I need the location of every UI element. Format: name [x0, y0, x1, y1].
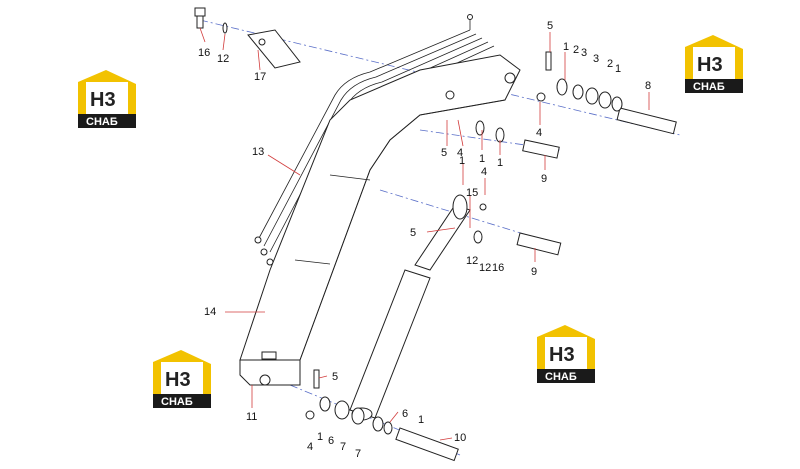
callout-4-a: 4	[536, 127, 542, 139]
callout-6-right: 6	[402, 408, 408, 420]
callout-9-lower: 9	[531, 266, 537, 278]
callout-2-b: 2	[607, 58, 613, 70]
watermark-logo-top-right: H3 СНАБ	[685, 35, 743, 93]
logo-mark-left: H3	[90, 89, 116, 111]
boom-arm	[239, 54, 521, 386]
callout-5-cyl: 5	[410, 227, 416, 239]
callout-4-b: 4	[457, 147, 463, 159]
callout-1-e: 1	[459, 155, 465, 167]
callout-1-d: 1	[497, 157, 503, 169]
callout-13: 13	[252, 146, 264, 158]
callout-12-mid: 12	[466, 255, 478, 267]
watermark-logo-bottom-left: H3 СНАБ	[153, 350, 211, 408]
watermark-logo-left: H3 СНАБ	[78, 70, 136, 128]
logo-mark-mid-right: H3	[549, 344, 575, 366]
callout-5-top: 5	[547, 20, 553, 32]
callout-1-b: 1	[615, 63, 621, 75]
callout-1-bottom-right: 1	[418, 414, 424, 426]
callout-3-b: 3	[593, 53, 599, 65]
top-bolt	[194, 7, 228, 34]
callout-12-top: 12	[217, 53, 229, 65]
callout-16-mid: 16	[492, 262, 504, 274]
callout-17: 17	[254, 71, 266, 83]
leader-lines	[199, 27, 650, 441]
callout-7-a: 7	[340, 441, 346, 453]
callout-11: 11	[246, 411, 257, 423]
watermark-logo-mid-right: H3 СНАБ	[537, 325, 595, 383]
callout-14: 14	[204, 306, 216, 318]
callout-5-mid: 5	[441, 147, 447, 159]
callout-10: 10	[454, 432, 466, 444]
callout-labels: 16 12 17 13 14 11 5 1 2 3 3 2 1 8 4 5 4 …	[198, 20, 651, 460]
callout-7-b: 7	[355, 448, 361, 460]
callout-12-right: 12	[479, 262, 491, 274]
callout-6-bottom: 6	[328, 435, 334, 447]
callout-15: 15	[466, 187, 478, 199]
logo-word-mid-right: СНАБ	[545, 371, 577, 383]
callout-9-upper: 9	[541, 173, 547, 185]
pin-8-group	[536, 51, 677, 135]
callout-4-bottom: 4	[307, 441, 313, 453]
logo-word-bottom-left: СНАБ	[161, 396, 193, 408]
callout-8: 8	[645, 80, 651, 92]
logo-word-top-right: СНАБ	[693, 81, 725, 93]
callout-4-c: 4	[481, 166, 487, 178]
pin-10-group	[305, 369, 459, 462]
bracket-plate	[247, 29, 301, 69]
callout-16-top: 16	[198, 47, 210, 59]
callout-3-a: 3	[581, 47, 587, 59]
callout-1-a: 1	[563, 41, 569, 53]
logo-mark-bottom-left: H3	[165, 369, 191, 391]
pin-9-lower	[473, 203, 562, 256]
callout-1-bottom: 1	[317, 431, 323, 443]
logo-mark-top-right: H3	[697, 54, 723, 76]
callout-1-c: 1	[479, 153, 485, 165]
pin-9-upper	[475, 120, 560, 159]
callout-2-a: 2	[573, 44, 579, 56]
callout-5-bottom: 5	[332, 371, 338, 383]
logo-word-left: СНАБ	[86, 116, 118, 128]
